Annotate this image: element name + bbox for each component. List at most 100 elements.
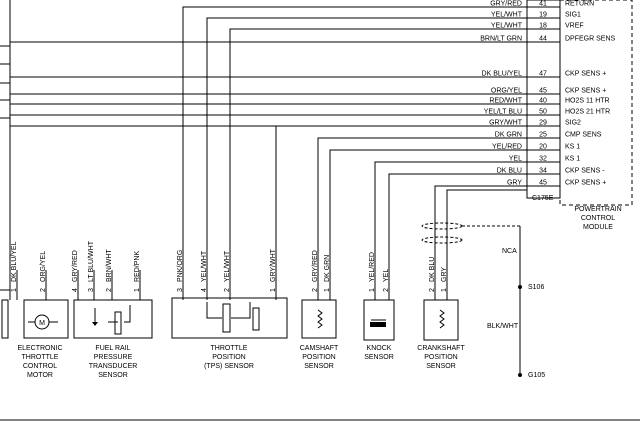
wire-routes	[10, 6, 527, 270]
component-wire-color: PNK/ORG	[177, 250, 184, 282]
pcm-connector-id: C175E	[532, 195, 554, 202]
pcm-pin-number: 45	[539, 180, 547, 187]
wire-route	[329, 149, 527, 270]
pcm-wire-color: YEL/WHT	[491, 12, 523, 19]
wire-route	[275, 125, 527, 270]
component-wire-color: DK GRN	[324, 255, 331, 282]
pcm-pin-function: RETURN	[565, 1, 594, 8]
pcm-wire-color: YEL/RED	[492, 144, 522, 151]
shield-symbol	[421, 222, 522, 377]
component-name-line: CONTROL	[23, 363, 57, 370]
wire-route	[388, 173, 527, 270]
component-wire-color: LT BLU/WHT	[88, 240, 95, 282]
pcm-wire-color: RED/WHT	[489, 98, 522, 105]
pcm-pin-number: 20	[539, 144, 547, 151]
component-pin-number: 2	[312, 288, 319, 292]
svg-text:M: M	[39, 320, 45, 327]
pcm-wire-color: GRY/RED	[490, 1, 522, 8]
component-wire-color: GRY/RED	[72, 250, 79, 282]
component-pin-number: 1	[324, 288, 331, 292]
etc-motor-symbol: M	[1, 299, 69, 339]
ground-wire-label: BLK/WHT	[487, 323, 519, 330]
component-name-line: CAMSHAFT	[300, 345, 339, 352]
component-names: ELECTRONIC THROTTLE CONTROL MOTOR FUEL RAIL P…	[17, 345, 465, 379]
pcm-wire-color: GRY	[507, 180, 522, 187]
component-wire-color: GRY/RED	[312, 250, 319, 282]
component-name-line: FUEL RAIL	[95, 345, 130, 352]
pcm-wire-color: YEL	[509, 156, 522, 163]
component-wire-color: ORG/YEL	[40, 251, 47, 282]
pcm-wire-color: BRN/LT GRN	[480, 36, 522, 43]
pcm-wire-color: DK GRN	[495, 132, 522, 139]
pcm-pin-function: VREF	[565, 23, 584, 30]
pcm-pin-function: CKP SENS +	[565, 180, 606, 187]
knock-sensor-symbol	[363, 299, 395, 341]
component-wire-color: GRY	[441, 267, 448, 282]
wire-route	[206, 17, 527, 270]
pcm-pin-function: CKP SENS -	[565, 168, 605, 175]
component-name-line: THROTTLE	[22, 354, 59, 361]
component-pin-number: 3	[177, 288, 184, 292]
component-pin-number: 1	[270, 288, 277, 292]
pcm-pin-function: KS 1	[565, 156, 580, 163]
component-name-line: POSITION	[424, 354, 457, 361]
pcm-pin-function: DPFEGR SENS	[565, 36, 616, 43]
pcm-pin-number: 50	[539, 109, 547, 116]
component-name-line: ELECTRONIC	[17, 345, 62, 352]
component-wire-color: RED/PNK	[134, 251, 141, 282]
component-pin-number: 1	[11, 288, 18, 292]
component-name-line: PRESSURE	[94, 354, 133, 361]
pcm-label-2: CONTROL	[581, 215, 615, 222]
component-pin-number: 1	[369, 288, 376, 292]
wire-route	[229, 28, 527, 270]
ground-point-label: G105	[528, 372, 545, 379]
component-wire-color: YEL/RED	[369, 252, 376, 282]
component-wire-color: YEL/WHT	[224, 250, 231, 282]
component-name-line: KNOCK	[367, 345, 392, 352]
wire-route	[182, 6, 527, 270]
camshaft-sensor-symbol	[301, 299, 337, 339]
pcm-pin-number: 18	[539, 23, 547, 30]
wire-route	[434, 185, 527, 270]
component-name-line: TRANSDUCER	[89, 363, 138, 370]
component-name-line: SENSOR	[98, 372, 128, 379]
component-name-line: SENSOR	[304, 363, 334, 370]
wire-route	[317, 137, 527, 270]
component-pin-number: 4	[201, 288, 208, 292]
pcm-pin-number: 45	[539, 88, 547, 95]
component-pin-number: 1	[134, 288, 141, 292]
component-wire-labels: 1 DK BLU/YEL 2 ORG/YEL 4 GRY/RED 3 LT BLU/WHT 2 B…	[11, 240, 448, 300]
pcm-pin-number: 25	[539, 132, 547, 139]
component-wire-color: YEL	[383, 269, 390, 282]
component-pin-number: 2	[224, 288, 231, 292]
component-wire-color: GRY/WHT	[270, 248, 277, 282]
pcm-wire-color: ORG/YEL	[491, 88, 522, 95]
component-pin-number: 2	[106, 288, 113, 292]
splice-label: S106	[528, 284, 544, 291]
pcm-wire-color: DK BLU	[497, 168, 522, 175]
component-pin-number: 2	[429, 288, 436, 292]
component-pin-number: 3	[88, 288, 95, 292]
pcm-pin-function: HO2S 21 HTR	[565, 109, 610, 116]
component-wire-color: DK BLU/YEL	[11, 241, 18, 282]
pcm-pin-number: 47	[539, 71, 547, 78]
component-name-line: MOTOR	[27, 372, 53, 379]
component-name-line: POSITION	[302, 354, 335, 361]
pcm-pin-number: 34	[539, 168, 547, 175]
component-name-line: POSITION	[212, 354, 245, 361]
pcm-label-1: POWERTRAIN	[574, 206, 621, 213]
pcm-pin-function: KS 1	[565, 144, 580, 151]
component-wire-color: BRN/WHT	[106, 249, 113, 282]
pcm-wire-color: DK BLU/YEL	[482, 71, 523, 78]
component-name-line: THROTTLE	[211, 345, 248, 352]
component-pin-number: 1	[441, 288, 448, 292]
component-name-line: CRANKSHAFT	[417, 345, 465, 352]
pcm-wire-color: GRY/WHT	[489, 120, 523, 127]
pcm-pin-number: 29	[539, 120, 547, 127]
pcm-pin-function: CMP SENS	[565, 132, 602, 139]
fuel-rail-sensor-symbol	[73, 299, 153, 339]
wire-route	[446, 189, 527, 270]
pcm-pin-number: 32	[539, 156, 547, 163]
